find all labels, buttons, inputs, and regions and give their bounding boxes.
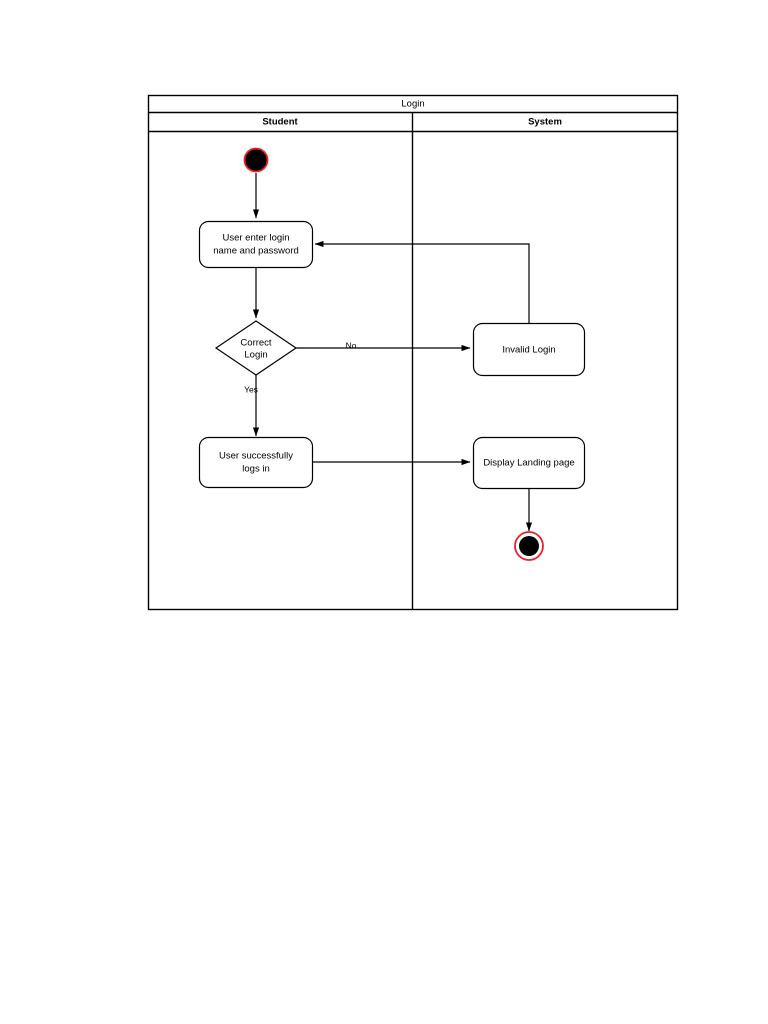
- activity-node-invalid-login-label: Invalid Login: [502, 345, 555, 356]
- swimlane-frame: [147, 94, 679, 611]
- activity-node-enter-login[interactable]: User enter login name and password: [198, 220, 314, 269]
- lane-header-system: System: [528, 117, 562, 128]
- final-node-inner-circle[interactable]: [519, 536, 539, 556]
- lane-header-student: Student: [262, 117, 298, 128]
- edge-label-no: No: [346, 340, 357, 350]
- activity-node-logs-in-label-line2: logs in: [242, 464, 269, 475]
- activity-node-landing-page-box[interactable]: [472, 436, 586, 490]
- decision-node-correct-login[interactable]: Correct Login: [214, 320, 298, 376]
- decision-node-correct-login-label-line2: Login: [244, 350, 267, 361]
- activity-node-landing-page[interactable]: Display Landing page: [472, 436, 586, 490]
- initial-node-circle[interactable]: [243, 147, 269, 173]
- activity-node-invalid-login-box[interactable]: [472, 322, 586, 377]
- activity-node-logs-in-box[interactable]: [198, 436, 314, 489]
- activity-node-invalid-login[interactable]: Invalid Login: [472, 322, 586, 377]
- decision-node-correct-login-diamond[interactable]: [214, 320, 298, 376]
- activity-node-landing-page-label: Display Landing page: [483, 458, 574, 469]
- edge-invalid-login-to-enter-login: [314, 240, 530, 323]
- diagram-title: Login: [401, 99, 424, 110]
- decision-node-correct-login-label-line1: Correct: [240, 338, 272, 349]
- flow-edges: No Yes: [244, 173, 533, 532]
- activity-node-logs-in-label-line1: User successfully: [219, 451, 293, 462]
- activity-node-enter-login-box[interactable]: [198, 220, 314, 269]
- edge-label-yes: Yes: [244, 384, 258, 394]
- activity-node-enter-login-label-line1: User enter login: [222, 233, 289, 244]
- final-node[interactable]: [514, 531, 544, 561]
- initial-node[interactable]: [243, 147, 269, 173]
- activity-node-logs-in[interactable]: User successfully logs in: [198, 436, 314, 489]
- activity-node-enter-login-label-line2: name and password: [213, 246, 299, 257]
